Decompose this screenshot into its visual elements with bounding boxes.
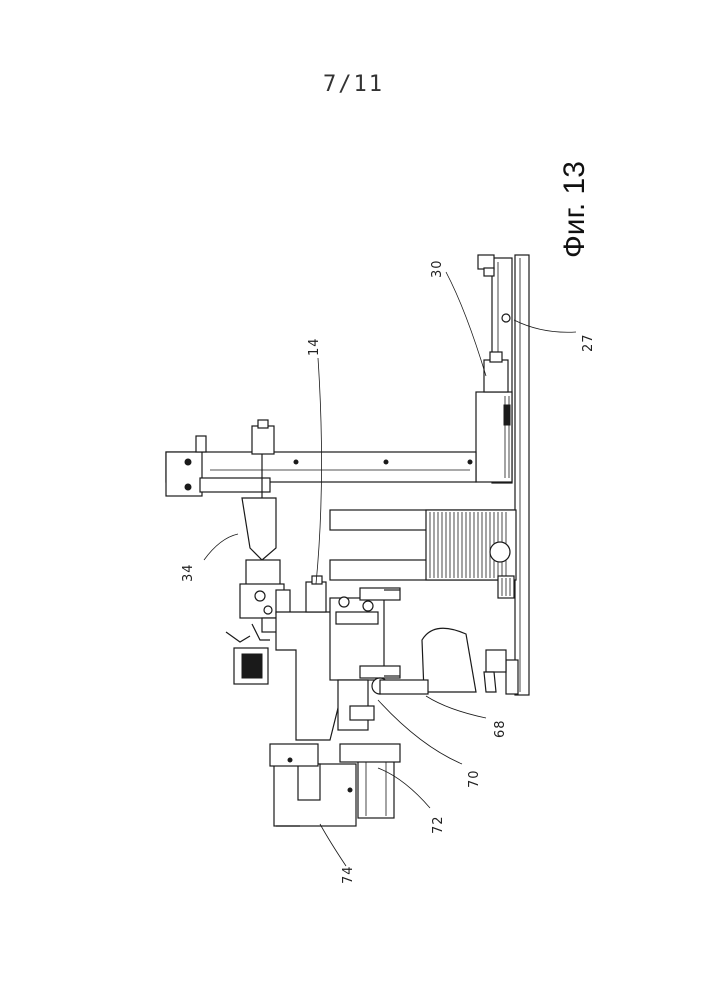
figure-title: Фиг. 13: [558, 161, 591, 258]
ref-label-72: 72: [431, 815, 446, 834]
post-assembly: [330, 510, 516, 598]
clamp-68: [380, 628, 506, 694]
carriage-30: [476, 352, 512, 482]
ref-label-27: 27: [581, 333, 596, 352]
ref-label-30: 30: [430, 259, 445, 278]
ref-label-34: 34: [181, 563, 196, 582]
ref-label-68: 68: [493, 719, 508, 738]
ref-label-74: 74: [341, 865, 356, 884]
sensor-bracket: [226, 624, 270, 684]
ref-label-70: 70: [467, 769, 482, 788]
ref-label-14: 14: [307, 337, 322, 356]
lift-carriage: [330, 588, 400, 730]
